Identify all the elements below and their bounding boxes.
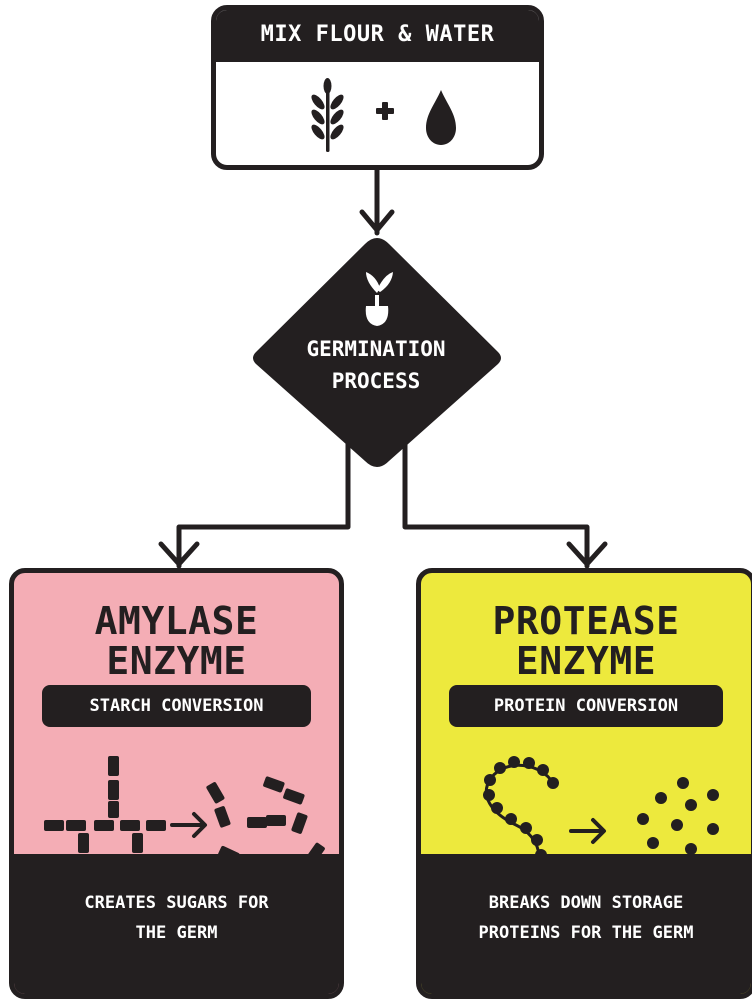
protease-footer: BREAKS DOWN STORAGE PROTEINS FOR THE GER…: [421, 854, 751, 994]
amylase-title-line2: ENZYME: [106, 639, 247, 683]
amylase-footer: CREATES SUGARS FOR THE GERM: [14, 854, 339, 994]
amylase-footer-line1: CREATES SUGARS FOR: [84, 893, 269, 913]
arrowhead-left: [158, 541, 200, 567]
protease-card: PROTEASE ENZYME PROTEIN CONVERSION: [416, 568, 752, 999]
amylase-footer-line2: THE GERM: [135, 923, 218, 943]
ingredients-icons: [311, 78, 456, 152]
mix-flour-water-box: MIX FLOUR & WATER: [211, 5, 544, 170]
amylase-title: AMYLASE ENZYME: [14, 601, 339, 681]
protease-label: PROTEIN CONVERSION: [449, 685, 723, 727]
arrow-right-icon: [170, 812, 207, 838]
sprout-icon: [365, 272, 393, 326]
arrowhead-right: [566, 541, 608, 567]
connector-left: [176, 427, 351, 569]
water-drop-icon: [426, 90, 456, 145]
connector-right: [402, 427, 590, 569]
protease-title-line2: ENZYME: [515, 639, 657, 683]
germination-label: GERMINATION PROCESS: [270, 333, 482, 397]
arrowhead-top: [359, 209, 395, 233]
protease-title: PROTEASE ENZYME: [421, 601, 751, 681]
amylase-label: STARCH CONVERSION: [42, 685, 311, 727]
plus-icon: [376, 102, 394, 120]
protease-title-line1: PROTEASE: [492, 599, 680, 643]
protease-footer-line2: PROTEINS FOR THE GERM: [478, 923, 694, 943]
protease-footer-line1: BREAKS DOWN STORAGE: [488, 893, 684, 913]
germination-line2: PROCESS: [331, 369, 421, 393]
mix-flour-water-title: MIX FLOUR & WATER: [216, 10, 539, 62]
amylase-card: AMYLASE ENZYME STARCH CONVERSION: [9, 568, 344, 999]
wheat-icon: [311, 78, 344, 152]
arrow-right-icon: [569, 818, 606, 844]
germination-line1: GERMINATION: [306, 337, 446, 361]
amylase-title-line1: AMYLASE: [94, 599, 259, 643]
